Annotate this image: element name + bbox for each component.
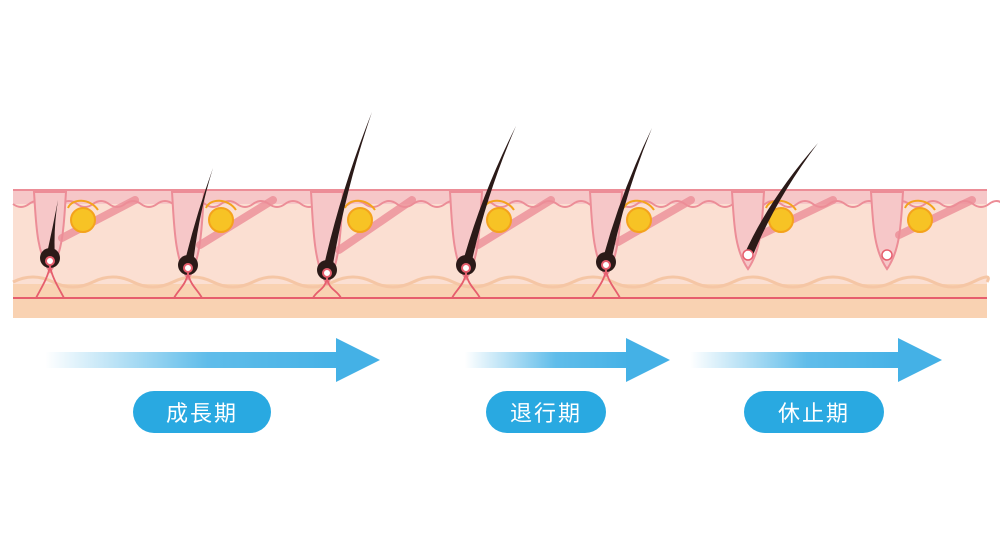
hair-shaft	[323, 112, 372, 270]
arrector-muscle	[614, 196, 695, 246]
capillary	[591, 269, 621, 299]
follicle-stage-6	[730, 143, 837, 271]
follicle-sheath	[730, 191, 766, 271]
capillary	[35, 265, 65, 299]
phase-label-growth: 成長期	[133, 391, 271, 433]
dermal-papilla	[322, 268, 332, 278]
sebaceous-gland	[486, 207, 512, 233]
hair-bulb	[881, 249, 893, 261]
hair-shaft	[184, 168, 213, 265]
follicle-sheath	[170, 191, 206, 281]
capillary	[312, 277, 342, 299]
capillary	[451, 272, 481, 299]
sebaceous-gland	[907, 207, 933, 233]
phase-label-rest: 休止期	[744, 391, 884, 433]
follicle-stage-3	[309, 112, 416, 299]
follicle-stage-1	[32, 191, 139, 299]
follicle-stage-4	[448, 126, 555, 299]
follicle-stage-5	[588, 128, 695, 299]
arrector-muscle	[335, 196, 416, 254]
dermal-papilla	[45, 256, 55, 266]
gland-duct	[344, 199, 376, 211]
capillary	[173, 272, 203, 299]
hair-shaft	[462, 126, 516, 265]
gland-duct	[904, 199, 936, 211]
arrow-rest	[690, 338, 942, 382]
hair-follicles	[32, 112, 976, 299]
phase-label-regression: 退行期	[486, 391, 606, 433]
dermal-papilla	[601, 260, 611, 270]
dermal-papilla	[461, 263, 471, 273]
dermis-subcutis-boundary	[12, 275, 990, 289]
arrector-muscle	[196, 196, 277, 249]
arrector-muscle	[58, 196, 139, 242]
arrector-muscle	[474, 196, 555, 249]
follicle-stage-7	[869, 191, 976, 271]
arrow-growth	[45, 338, 380, 382]
sebaceous-gland	[208, 207, 234, 233]
follicle-stage-2	[170, 168, 277, 299]
sebaceous-gland	[70, 207, 96, 233]
dermal-papilla	[183, 263, 193, 273]
sebaceous-gland	[347, 207, 373, 233]
arrow-regression	[465, 338, 670, 382]
hair-shaft	[602, 128, 652, 262]
gland-duct	[205, 199, 237, 211]
follicle-sheath	[869, 191, 905, 271]
gland-duct	[623, 199, 655, 211]
subcutis-layer	[13, 282, 987, 318]
gland-duct	[67, 199, 99, 211]
hair-shaft	[46, 200, 58, 258]
phase-arrows	[45, 338, 942, 382]
sebaceous-gland	[626, 207, 652, 233]
hair-bulb	[742, 249, 754, 261]
hair-shaft	[744, 143, 818, 255]
skin-section	[12, 189, 1000, 318]
